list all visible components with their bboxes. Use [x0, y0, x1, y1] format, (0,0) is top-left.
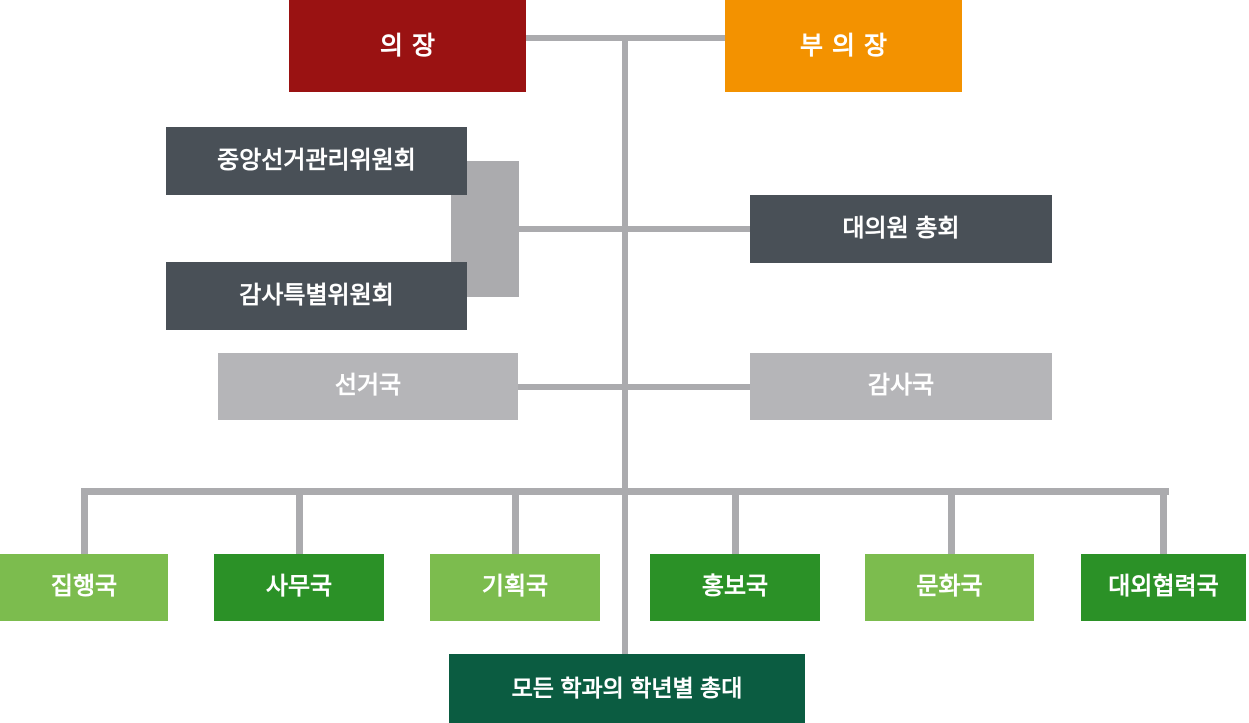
org-node-external-cooperation-bureau: 대외협력국: [1081, 554, 1246, 621]
connector-chairman-vicechairman: [515, 35, 725, 41]
connector-election-audit: [518, 384, 750, 390]
connector-committees-assembly: [519, 226, 750, 232]
connector-drop-culture: [948, 492, 955, 554]
org-node-grade-representatives: 모든 학과의 학년별 총대: [449, 654, 805, 723]
org-node-audit-bureau: 감사국: [750, 353, 1052, 420]
connector-drop-pr: [732, 492, 739, 554]
org-node-chairman: 의장: [289, 0, 526, 92]
org-node-secretariat: 사무국: [214, 554, 384, 621]
org-node-culture-bureau: 문화국: [865, 554, 1034, 621]
org-node-election-bureau: 선거국: [218, 353, 518, 420]
org-node-central-election-committee: 중앙선거관리위원회: [166, 127, 467, 195]
connector-drop-external: [1160, 492, 1167, 554]
org-node-delegate-assembly: 대의원 총회: [750, 195, 1052, 263]
org-node-pr-bureau: 홍보국: [650, 554, 820, 621]
connector-drop-executive: [81, 492, 88, 554]
connector-drop-secretariat: [296, 492, 303, 554]
org-node-executive-bureau: 집행국: [0, 554, 168, 621]
org-node-planning-bureau: 기획국: [430, 554, 600, 621]
connector-bureau-bus: [81, 488, 1169, 495]
connector-drop-planning: [512, 492, 519, 554]
connector-central-vertical: [622, 38, 628, 654]
org-node-vice-chairman: 부의장: [725, 0, 962, 92]
org-node-special-audit-committee: 감사특별위원회: [166, 262, 467, 330]
